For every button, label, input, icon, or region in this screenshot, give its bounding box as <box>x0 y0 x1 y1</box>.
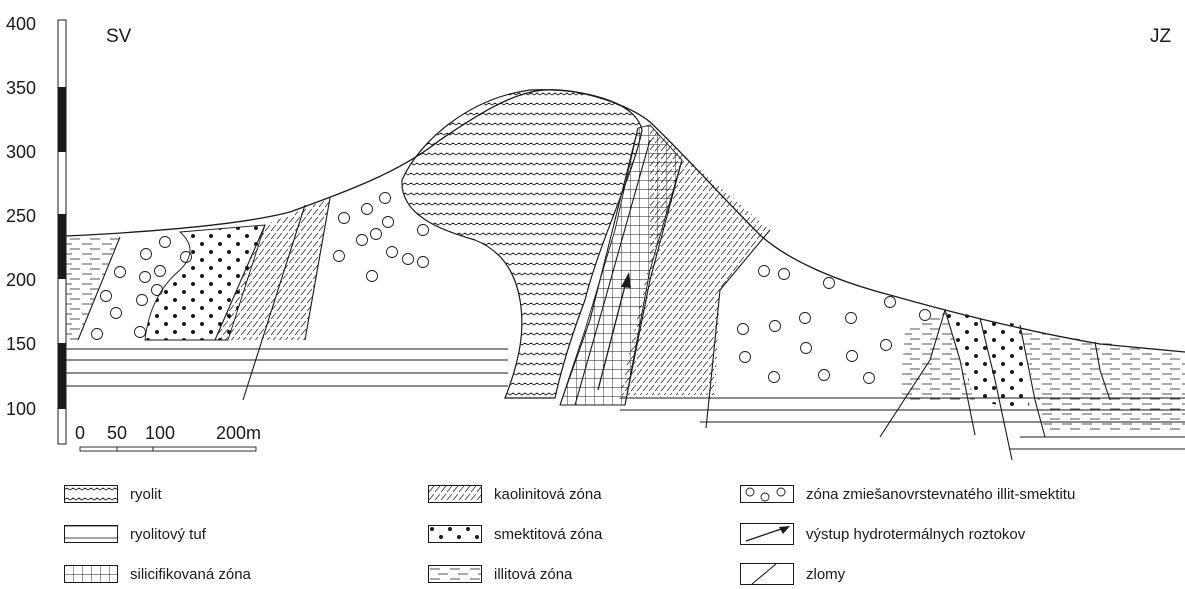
dot-pattern-swatch <box>428 525 482 543</box>
legend-item-rhyolite-tuff: ryolitový tuf <box>64 523 206 545</box>
distance-tick-label: 100 <box>145 424 175 442</box>
grid-pattern-swatch <box>64 565 118 583</box>
legend-item-rhyolite: ryolit <box>64 483 162 505</box>
orientation-label-right: JZ <box>1150 27 1171 46</box>
legend-label: kaolinitová zóna <box>494 486 602 503</box>
legend-item-smectite-zone: smektitová zóna <box>428 523 602 545</box>
distance-tick-label: 50 <box>107 424 127 442</box>
distance-tick-label: 200m <box>216 424 261 442</box>
distance-tick-label: 0 <box>75 424 85 442</box>
dash-pattern-swatch <box>428 565 482 583</box>
illite-zone-left <box>66 237 120 342</box>
legend-label: zlomy <box>806 566 845 583</box>
fault-line-icon <box>740 563 794 585</box>
elevation-tick-label: 100 <box>6 400 36 418</box>
elevation-tick-label: 300 <box>6 143 36 161</box>
legend-label: výstup hydrotermálnych roztokov <box>806 526 1025 543</box>
illite-zone-far-right <box>1020 330 1185 430</box>
elevation-tick-label: 400 <box>6 15 36 33</box>
wavy-pattern-swatch <box>64 485 118 503</box>
orientation-label-left: SV <box>106 27 131 46</box>
legend-item-mixed-layer-zone: zóna zmiešanovrstevnatého illit-smektitu <box>740 483 1075 505</box>
elevation-tick-label: 200 <box>6 271 36 289</box>
hatch-pattern-swatch <box>428 485 482 503</box>
geological-cross-section <box>0 0 1185 460</box>
distance-scale-bar <box>80 447 256 451</box>
legend-item-silicified-zone: silicifikovaná zóna <box>64 563 251 585</box>
arrow-icon <box>740 523 794 545</box>
circle-pattern-swatch <box>740 485 794 503</box>
elevation-tick-label: 250 <box>6 207 36 225</box>
legend-label: smektitová zóna <box>494 526 602 543</box>
elevation-tick-label: 150 <box>6 335 36 353</box>
legend-item-illite-zone: illitová zóna <box>428 563 572 585</box>
legend-label: ryolit <box>130 486 162 503</box>
legend-item-kaolinite-zone: kaolinitová zóna <box>428 483 602 505</box>
elevation-scale-black-segment <box>58 343 66 409</box>
horizontal-lines-swatch <box>64 525 118 543</box>
elevation-scale-black-segment <box>58 87 66 152</box>
legend-label: zóna zmiešanovrstevnatého illit-smektitu <box>806 486 1075 503</box>
elevation-tick-label: 350 <box>6 79 36 97</box>
legend-label: illitová zóna <box>494 566 572 583</box>
legend-label: ryolitový tuf <box>130 526 206 543</box>
legend-label: silicifikovaná zóna <box>130 566 251 583</box>
legend-item-hydrothermal-ascent: výstup hydrotermálnych roztokov <box>740 523 1025 545</box>
legend-item-faults: zlomy <box>740 563 845 585</box>
mixed-layer-circles-right <box>738 266 931 384</box>
elevation-scale-black-segment <box>58 214 66 279</box>
